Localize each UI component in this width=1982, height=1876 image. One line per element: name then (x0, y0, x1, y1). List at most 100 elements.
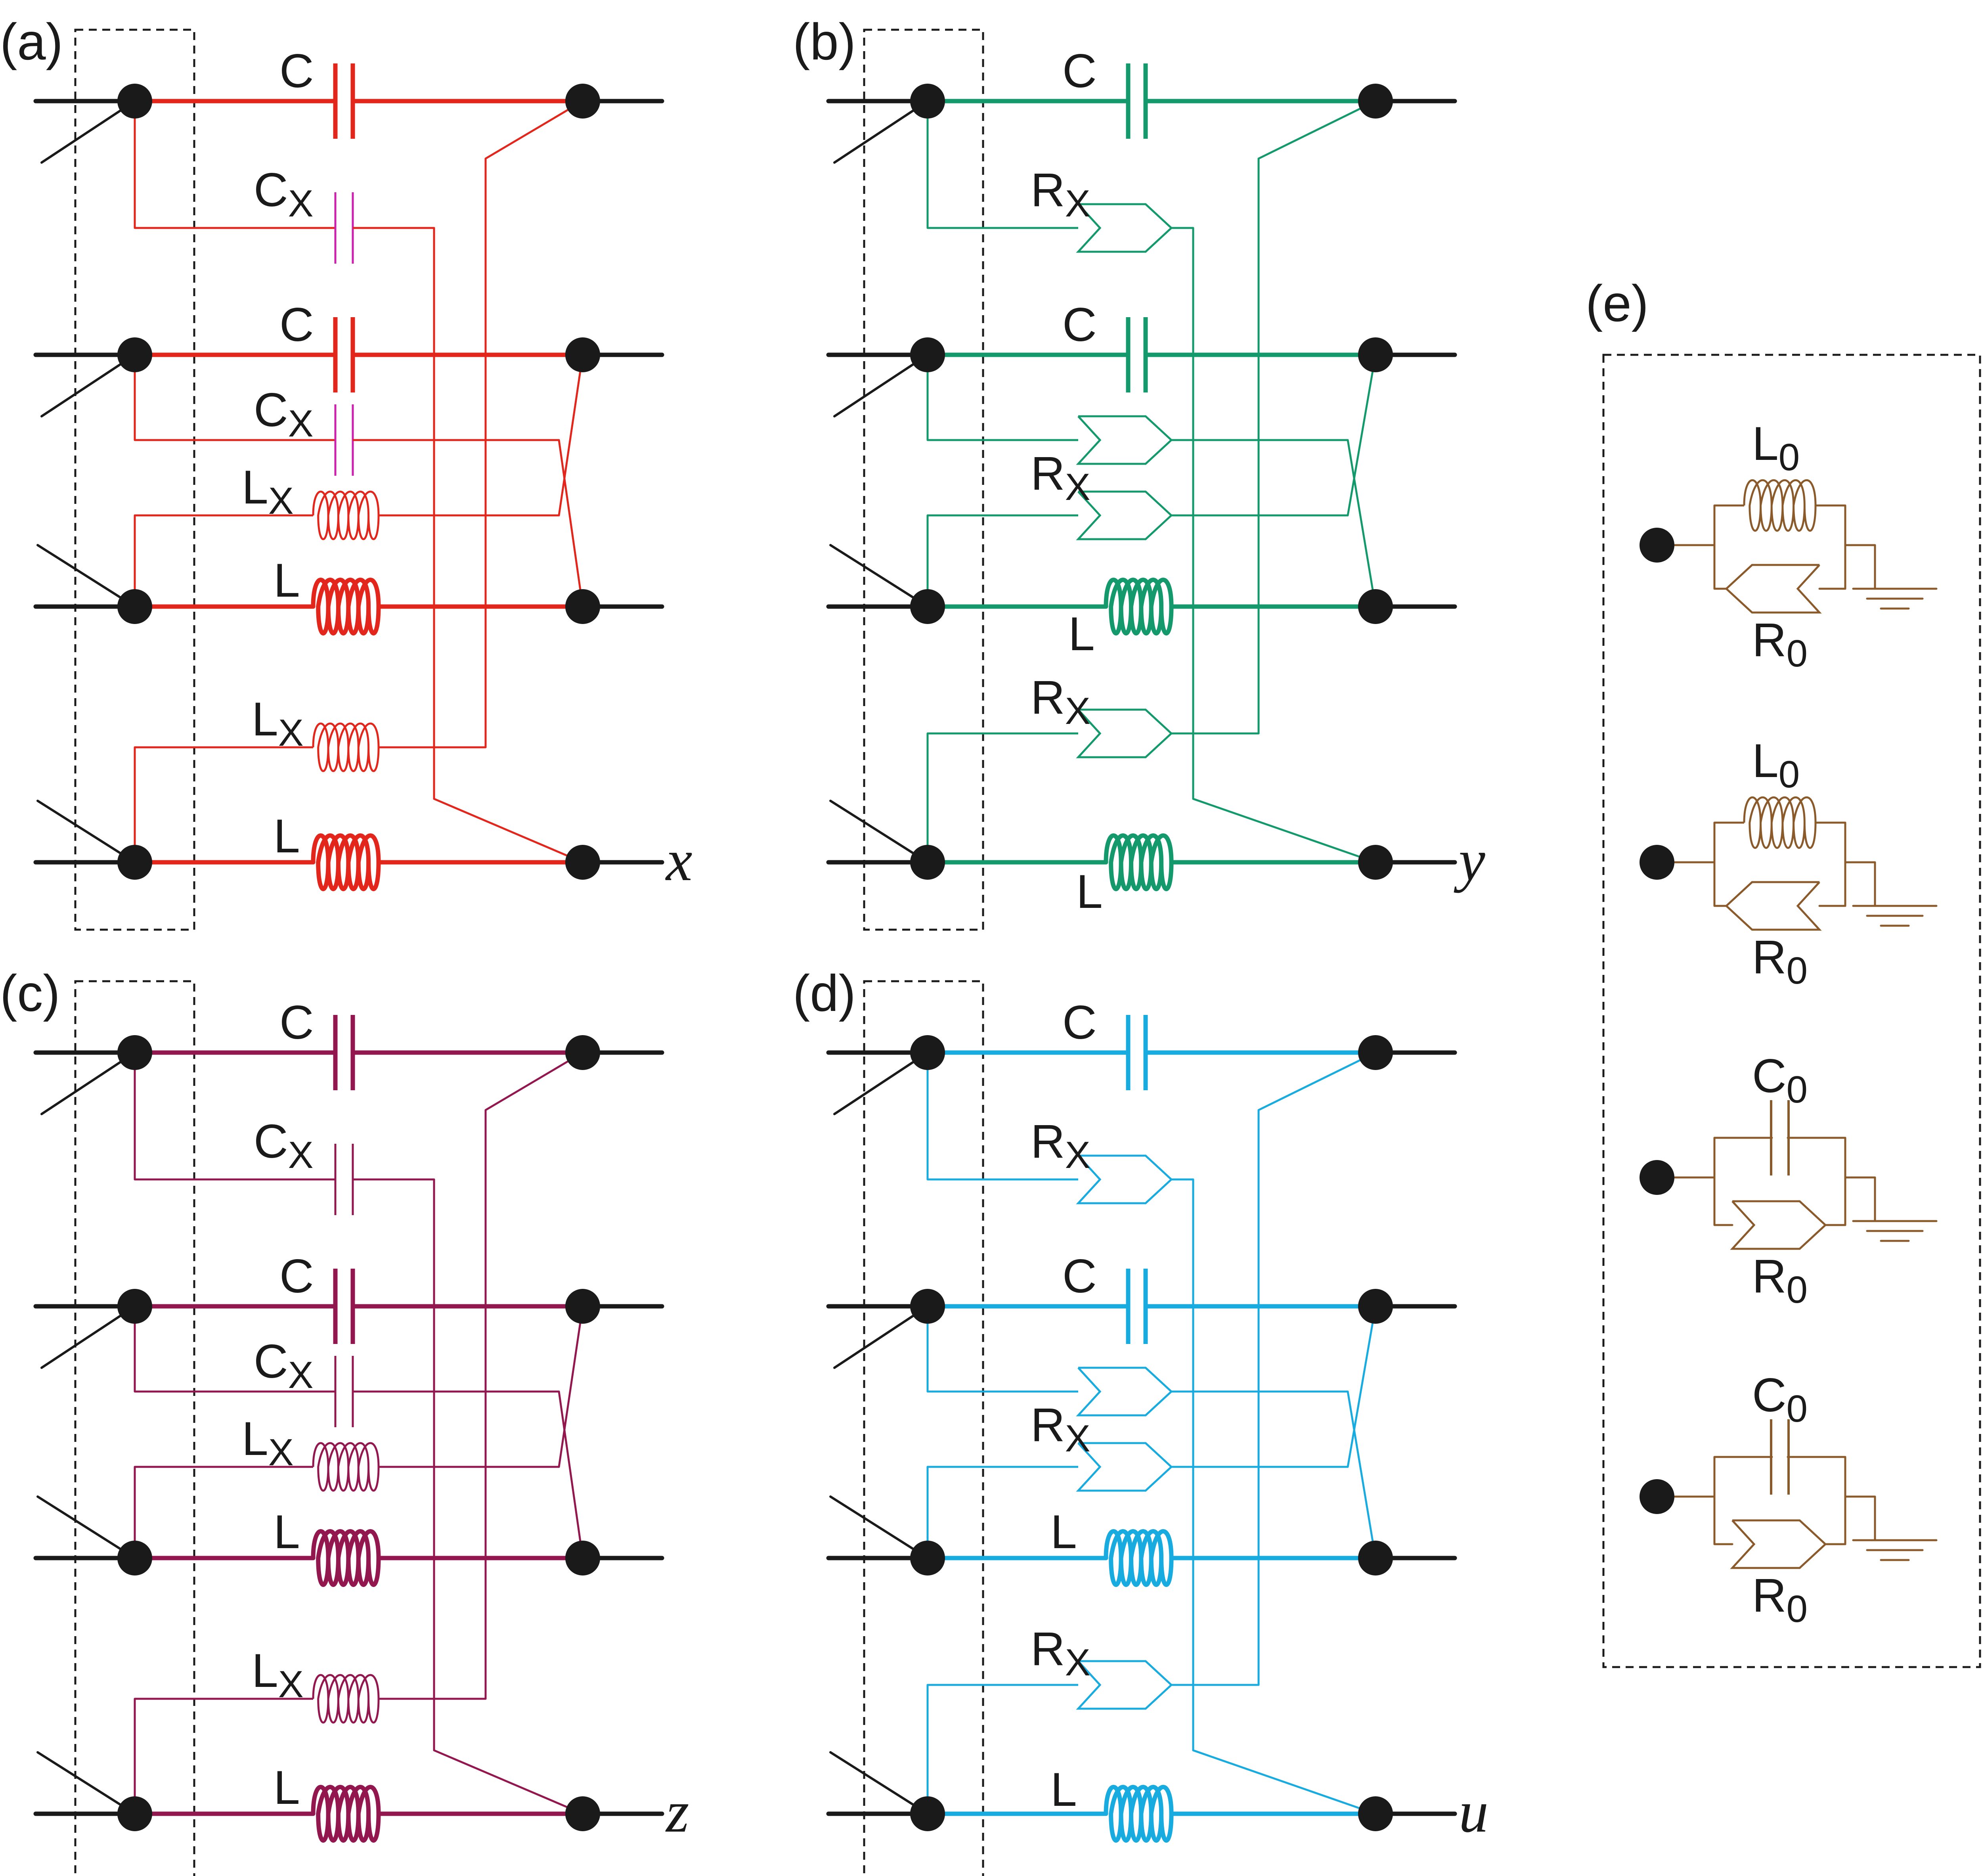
coupling-wire (134, 1466, 313, 1558)
inductor-lx (312, 490, 380, 540)
label-cx: CX (254, 163, 314, 225)
lead-diagonal (36, 1751, 136, 1815)
label-l: L (1050, 1763, 1077, 1816)
resistor-rx (1076, 1660, 1173, 1710)
node-left (910, 1289, 945, 1324)
node-left (910, 84, 945, 119)
label-subscript: X (288, 1134, 314, 1176)
node-right (565, 589, 600, 624)
coupling-wire (379, 1051, 584, 1700)
axis-label: z (665, 1779, 689, 1845)
label-subscript: 0 (1779, 753, 1800, 796)
unit-cell-box (74, 980, 195, 1876)
label-c: C (1062, 298, 1097, 351)
axis-label: y (1454, 827, 1485, 893)
coupling-wire (379, 354, 584, 517)
node-right (565, 1541, 600, 1575)
label-subscript: X (288, 182, 314, 225)
resistor-rx (1076, 1367, 1173, 1417)
label-rx: RX (1031, 163, 1090, 225)
lead-diagonal (833, 354, 929, 417)
frame-wire (1713, 1456, 1744, 1497)
resistor-rx (1076, 490, 1173, 540)
frame-wire (1713, 1137, 1744, 1177)
lead-diagonal (40, 100, 136, 164)
inductor-l (1104, 833, 1174, 891)
capacitor-c (333, 1269, 355, 1344)
inductor-l (311, 578, 381, 636)
lead-diagonal (833, 1305, 929, 1369)
label-subscript: X (1065, 1134, 1090, 1176)
node-right (1358, 845, 1393, 880)
inductor-l (311, 833, 381, 891)
capacitor-c (1126, 63, 1148, 139)
node-left (910, 1035, 945, 1070)
node-dot (1640, 1479, 1674, 1514)
label-l: L (274, 810, 300, 863)
label-l: L (1068, 607, 1095, 660)
resistor-r0 (1725, 564, 1822, 614)
resistor-rx (1076, 708, 1173, 758)
label-rx: RX (1031, 1115, 1090, 1176)
coupling-wire (134, 1053, 335, 1181)
coupling-wire (1171, 1390, 1377, 1558)
frame-wire (1713, 504, 1744, 545)
node-right (1358, 1796, 1393, 1831)
grounding-box (1602, 354, 1981, 1668)
label-lx: LX (242, 1412, 294, 1474)
inductor-l (1104, 1785, 1174, 1843)
label-resistor: R0 (1752, 930, 1808, 992)
coupling-wire (1171, 1178, 1376, 1815)
label-subscript: X (1065, 690, 1090, 732)
coupling-wire (926, 1684, 1078, 1814)
coupling-wire (353, 1390, 584, 1558)
lead-diagonal (36, 544, 136, 608)
coupling-wire (134, 101, 335, 229)
label-subscript: X (288, 1354, 314, 1396)
panel-label: (d) (793, 964, 856, 1022)
label-l: L (1076, 865, 1103, 918)
coupling-wire (353, 439, 584, 607)
lead-diagonal (829, 1751, 929, 1815)
label-subscript: X (1065, 1641, 1090, 1684)
capacitor-c (333, 317, 355, 392)
label-rx: RX (1031, 1622, 1090, 1684)
label-reactive: L0 (1752, 734, 1800, 796)
label-rx: RX (1031, 671, 1090, 732)
lead-diagonal (829, 1495, 929, 1559)
capacitor-c (1126, 317, 1148, 392)
node-left (117, 1541, 152, 1575)
lead-diagonal (829, 544, 929, 608)
node-right (565, 1796, 600, 1831)
lead-diagonal (40, 354, 136, 417)
panel-label: (a) (0, 13, 63, 71)
coupling-wire (134, 355, 335, 441)
resistor-rx (1076, 1442, 1173, 1492)
label-lx: LX (252, 693, 304, 754)
coupling-wire (134, 514, 313, 607)
coupling-wire (926, 1053, 1078, 1181)
coupling-wire (353, 227, 583, 863)
label-l: L (274, 1761, 300, 1814)
axis-label: x (665, 827, 693, 893)
coupling-wire (1171, 227, 1376, 863)
capacitor-cx (334, 404, 354, 476)
node-left (117, 1289, 152, 1324)
label-subscript: 0 (1787, 1388, 1808, 1430)
node-dot (1640, 528, 1674, 563)
label-c: C (1062, 1250, 1097, 1303)
resistor-rx (1076, 203, 1173, 253)
capacitor-c (333, 1015, 355, 1090)
label-resistor: R0 (1752, 1250, 1808, 1311)
node-right (1358, 84, 1393, 119)
coupling-wire (926, 732, 1078, 862)
unit-cell-box (863, 980, 984, 1876)
label-lx: LX (252, 1644, 304, 1706)
coupling-wire (1171, 439, 1377, 607)
node-left (910, 845, 945, 880)
label-rx: RX (1031, 1398, 1090, 1460)
inductor-l0 (1743, 796, 1817, 849)
capacitor-c0 (1770, 1419, 1790, 1495)
frame-wire (1713, 821, 1744, 862)
lead-diagonal (833, 1051, 929, 1115)
